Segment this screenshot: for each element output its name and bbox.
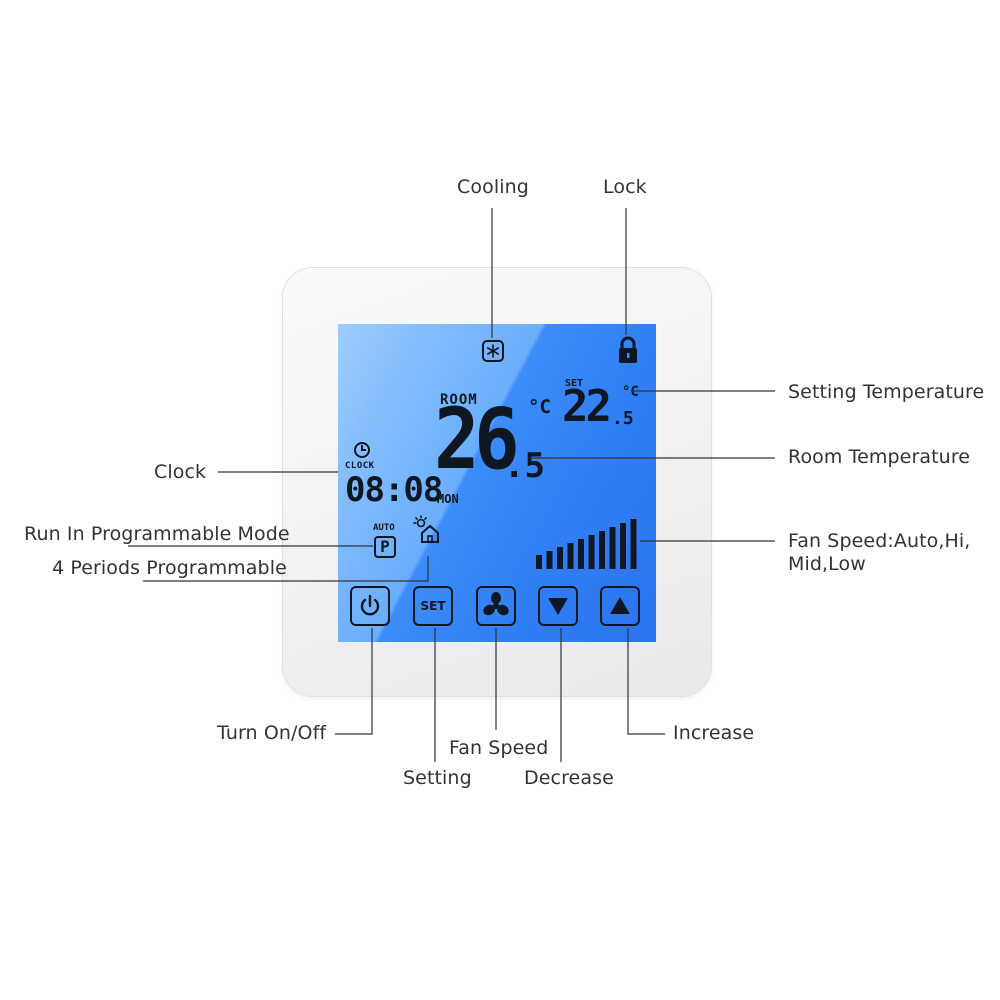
room-label: ROOM — [440, 392, 478, 408]
clock-icon — [353, 441, 371, 459]
set-temperature-value: 22 — [562, 381, 612, 432]
increase-button[interactable] — [600, 586, 640, 626]
callout-room-temperature: Room Temperature — [788, 446, 971, 468]
room-temperature-decimal: .5 — [504, 446, 545, 486]
auto-label: AUTO — [373, 523, 395, 533]
fan-icon — [483, 592, 509, 616]
power-button[interactable] — [350, 586, 390, 626]
set-temperature-unit: °C — [622, 384, 639, 400]
fan-speed-bar — [578, 539, 584, 569]
program-mode-indicator: P — [374, 536, 396, 558]
callout-run-in-programmable-mode: Run In Programmable Mode — [24, 523, 290, 545]
callout-lock: Lock — [603, 176, 647, 198]
set-temperature-decimal: .5 — [612, 408, 634, 429]
room-temperature-unit: °C — [528, 396, 551, 418]
callout-clock: Clock — [154, 461, 207, 483]
fan-speed-bars — [536, 519, 637, 569]
sun-house-icon — [413, 515, 439, 543]
callout-fan-speed-mode-line1: Fan Speed:Auto,Hi, — [788, 530, 971, 552]
fan-speed-bar — [588, 535, 595, 569]
callout-fan-speed: Fan Speed — [449, 737, 549, 759]
fan-button[interactable] — [476, 586, 516, 626]
clock-label: CLOCK — [345, 461, 375, 471]
fan-speed-bar — [599, 531, 605, 569]
fan-speed-bar — [620, 523, 626, 569]
fan-speed-bar — [567, 543, 574, 569]
callout-cooling: Cooling — [457, 176, 529, 198]
room-temperature-value: 26 — [434, 390, 520, 488]
callout-turn-on-off: Turn On/Off — [217, 722, 327, 744]
snowflake-icon — [482, 340, 504, 362]
lcd-screen: ROOM 26 .5 °C SET 22 .5 °C CLOCK 08:08 M… — [338, 324, 656, 642]
callout-setting-temperature: Setting Temperature — [788, 381, 985, 403]
set-label: SET — [565, 378, 584, 389]
power-icon — [360, 594, 380, 616]
callout-decrease: Decrease — [524, 767, 614, 789]
clock-time: 08:08 — [345, 470, 443, 510]
fan-speed-bar — [609, 527, 616, 569]
fan-speed-bar — [536, 555, 542, 569]
callout-setting: Setting — [403, 767, 472, 789]
triangle-up-icon — [610, 597, 630, 614]
padlock-icon — [617, 336, 639, 364]
program-letter: P — [380, 537, 390, 556]
decrease-button[interactable] — [538, 586, 578, 626]
fan-speed-bar — [546, 551, 553, 569]
set-button-label: SET — [420, 599, 446, 613]
fan-speed-bar — [630, 519, 637, 569]
callout-fan-speed-mode-line2: Mid,Low — [788, 553, 866, 575]
callout-four-periods-programmable: 4 Periods Programmable — [52, 557, 287, 579]
set-button[interactable]: SET — [413, 586, 453, 626]
day-of-week: MON — [437, 492, 459, 506]
fan-speed-bar — [557, 547, 563, 569]
triangle-down-icon — [548, 598, 568, 615]
callout-increase: Increase — [673, 722, 755, 744]
